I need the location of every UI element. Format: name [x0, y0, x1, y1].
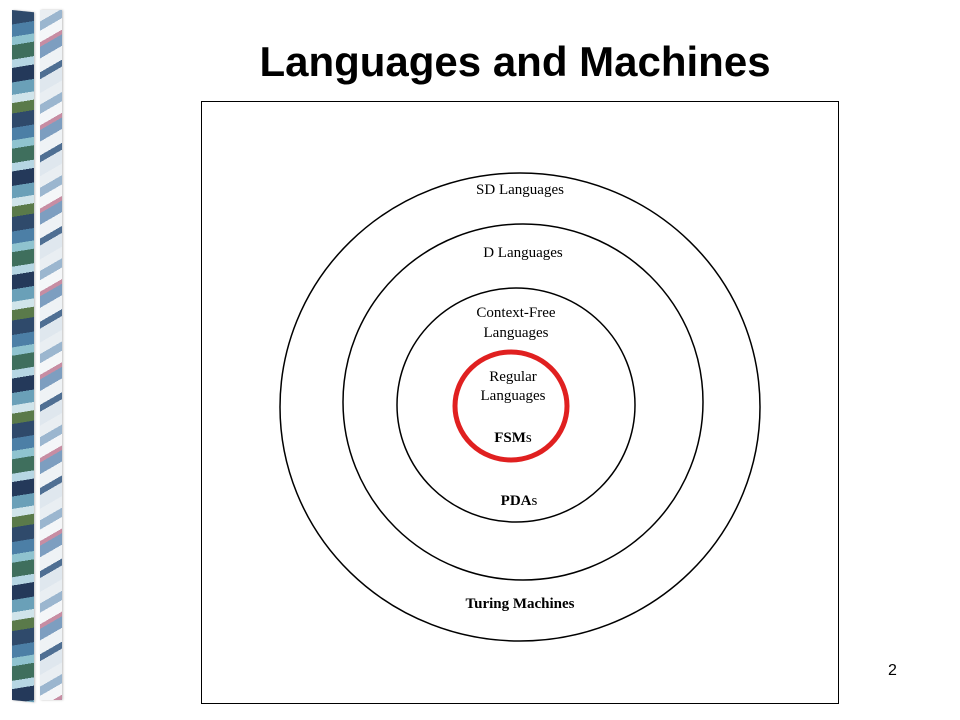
label-fsms: FSMs	[494, 430, 532, 446]
regular-languages-highlight-circle	[452, 349, 570, 463]
label-regular-2: Languages	[481, 388, 546, 404]
label-pdas: PDAs	[501, 493, 538, 509]
turing-machines-circle	[279, 172, 761, 642]
label-sd-languages: SD Languages	[476, 182, 564, 198]
sd-languages-circle	[342, 223, 704, 581]
label-turing-machines: Turing Machines	[465, 596, 574, 612]
page-number: 2	[888, 662, 897, 679]
decorative-strip-right	[40, 10, 62, 700]
label-context-free-2: Languages	[484, 325, 549, 341]
label-regular-1: Regular	[489, 369, 536, 385]
d-languages-circle	[396, 287, 636, 523]
diagram-frame	[201, 101, 839, 704]
label-context-free-1: Context-Free	[476, 305, 555, 321]
label-d-languages: D Languages	[483, 245, 563, 261]
slide-title: Languages and Machines	[259, 38, 771, 85]
